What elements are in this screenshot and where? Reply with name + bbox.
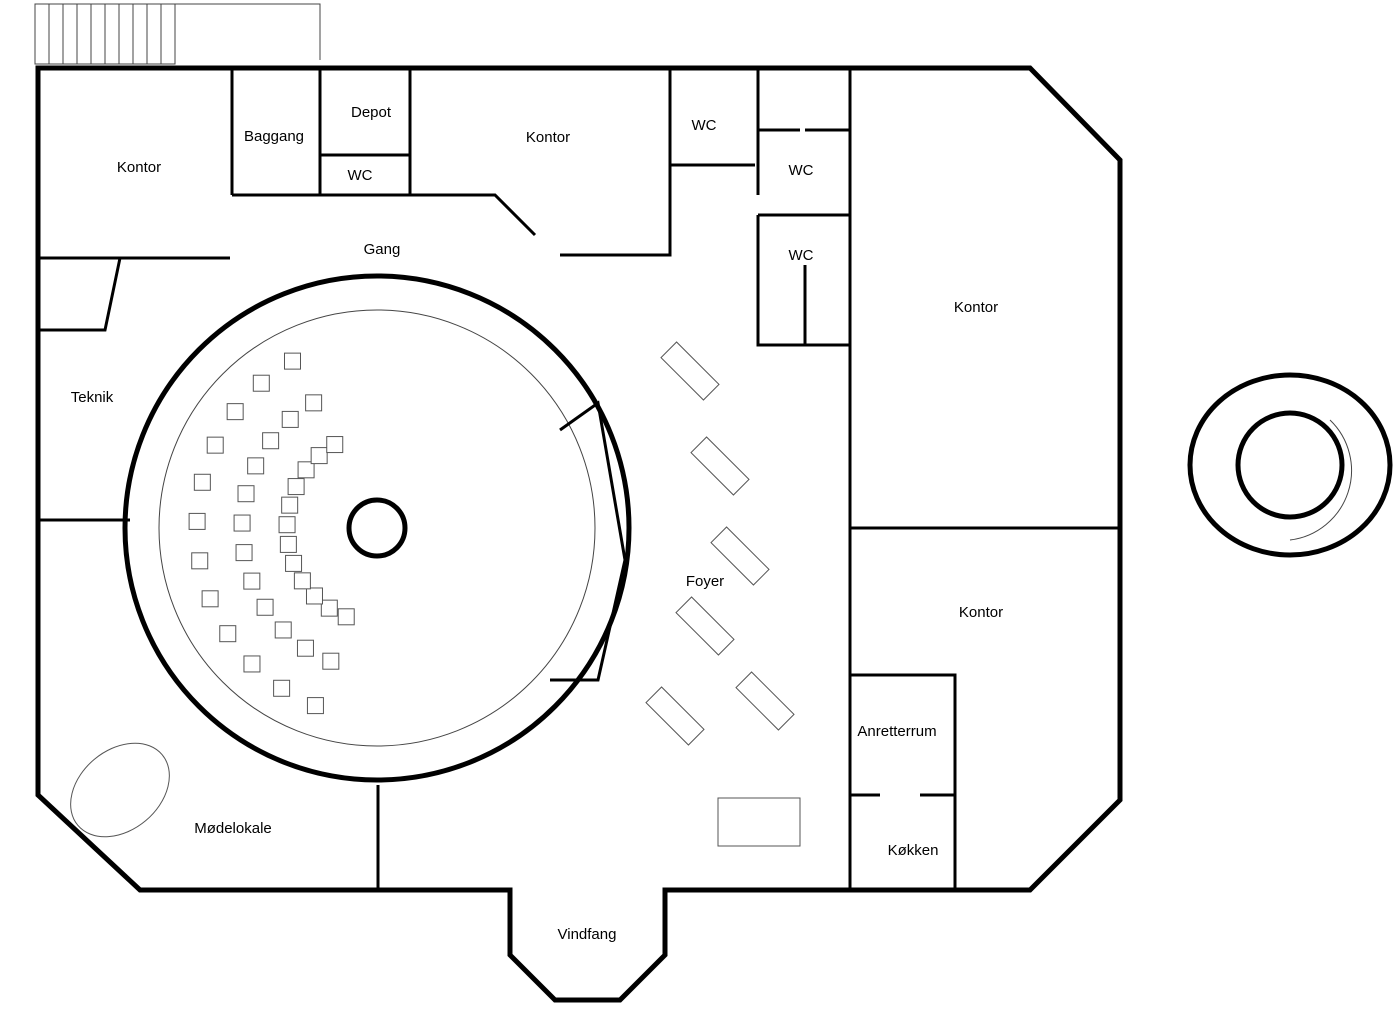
seat [206,436,224,454]
label-teknik: Teknik [71,389,114,406]
seat [320,599,338,617]
seat [278,516,296,534]
label-anretterrum: Anretterrum [857,723,936,740]
seat [285,554,303,572]
seat [297,461,315,479]
label-kontor-e: Kontor [954,299,998,316]
seat [293,572,311,590]
seat [219,625,237,643]
outer-wall [35,65,1123,1003]
label-baggang: Baggang [244,128,304,145]
seat [233,514,251,532]
meeting-table [70,742,170,838]
seat [243,655,261,673]
label-modelokale: Mødelokale [194,820,272,837]
seat [235,544,253,562]
seat [337,608,355,626]
seat [305,587,323,605]
label-foyer: Foyer [686,573,724,590]
label-kokken: Køkken [888,842,939,859]
label-gang: Gang [364,241,401,258]
seat [188,512,206,530]
label-wc-1: WC [692,117,717,134]
seat [201,590,219,608]
seat [281,496,299,514]
auditorium [122,273,632,783]
label-wc-small: WC [348,167,373,184]
interior-walls [38,70,1120,890]
seat [279,535,297,553]
pool-table [717,797,801,847]
seat [281,410,299,428]
label-depot: Depot [351,104,392,121]
seat [191,552,209,570]
label-kontor-se: Kontor [959,604,1003,621]
seat [243,572,261,590]
seat [237,485,255,503]
label-wc-2: WC [789,162,814,179]
seat [305,394,323,412]
seat [273,679,291,697]
seat [322,652,340,670]
seat [256,598,274,616]
seat [296,639,314,657]
entry-stairs [34,3,321,65]
stair-tower [1187,372,1393,558]
seat [326,436,344,454]
seat [247,457,265,475]
seat [287,478,305,496]
seat [252,374,270,392]
label-kontor-nw: Kontor [117,159,161,176]
label-kontor-n: Kontor [526,129,570,146]
seat [193,473,211,491]
seat [283,352,301,370]
seat [310,447,328,465]
seat [262,432,280,450]
seat [226,403,244,421]
seat [274,621,292,639]
label-vindfang: Vindfang [558,926,617,943]
foyer-tables [70,341,801,847]
seat [306,697,324,715]
room-labels: Kontor Baggang Depot WC Kontor WC WC WC … [71,104,1003,943]
label-wc-3: WC [789,247,814,264]
